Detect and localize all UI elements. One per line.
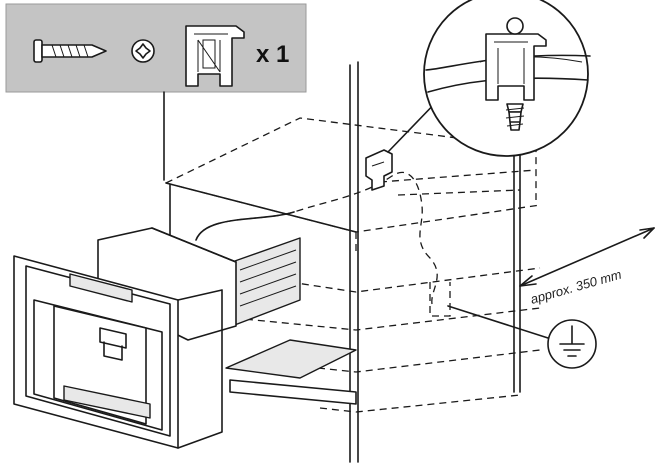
drawer-rail [231,237,301,327]
detail-callout [423,0,591,157]
cabinet-outline [165,117,541,413]
dimension-label: approx. 350 mm [529,267,624,307]
coffee-outlet [99,327,127,349]
mounted-clip [365,149,393,191]
parts-quantity-label: x 1 [256,41,289,68]
detail-screw-icon [505,103,525,131]
drip-tray [63,385,151,419]
power-cable [195,171,438,305]
bracket-clip-icon [185,25,245,87]
detail-bracket-clip [485,17,547,101]
screw-icon [33,39,107,63]
phillips-drive-icon [131,39,155,63]
dimension-indicator: approx. 350 mm [519,227,655,307]
ground-symbol-icon [429,282,597,369]
appliance [13,171,438,449]
parts-box: x 1 [5,3,307,93]
appliance-display [69,273,133,303]
